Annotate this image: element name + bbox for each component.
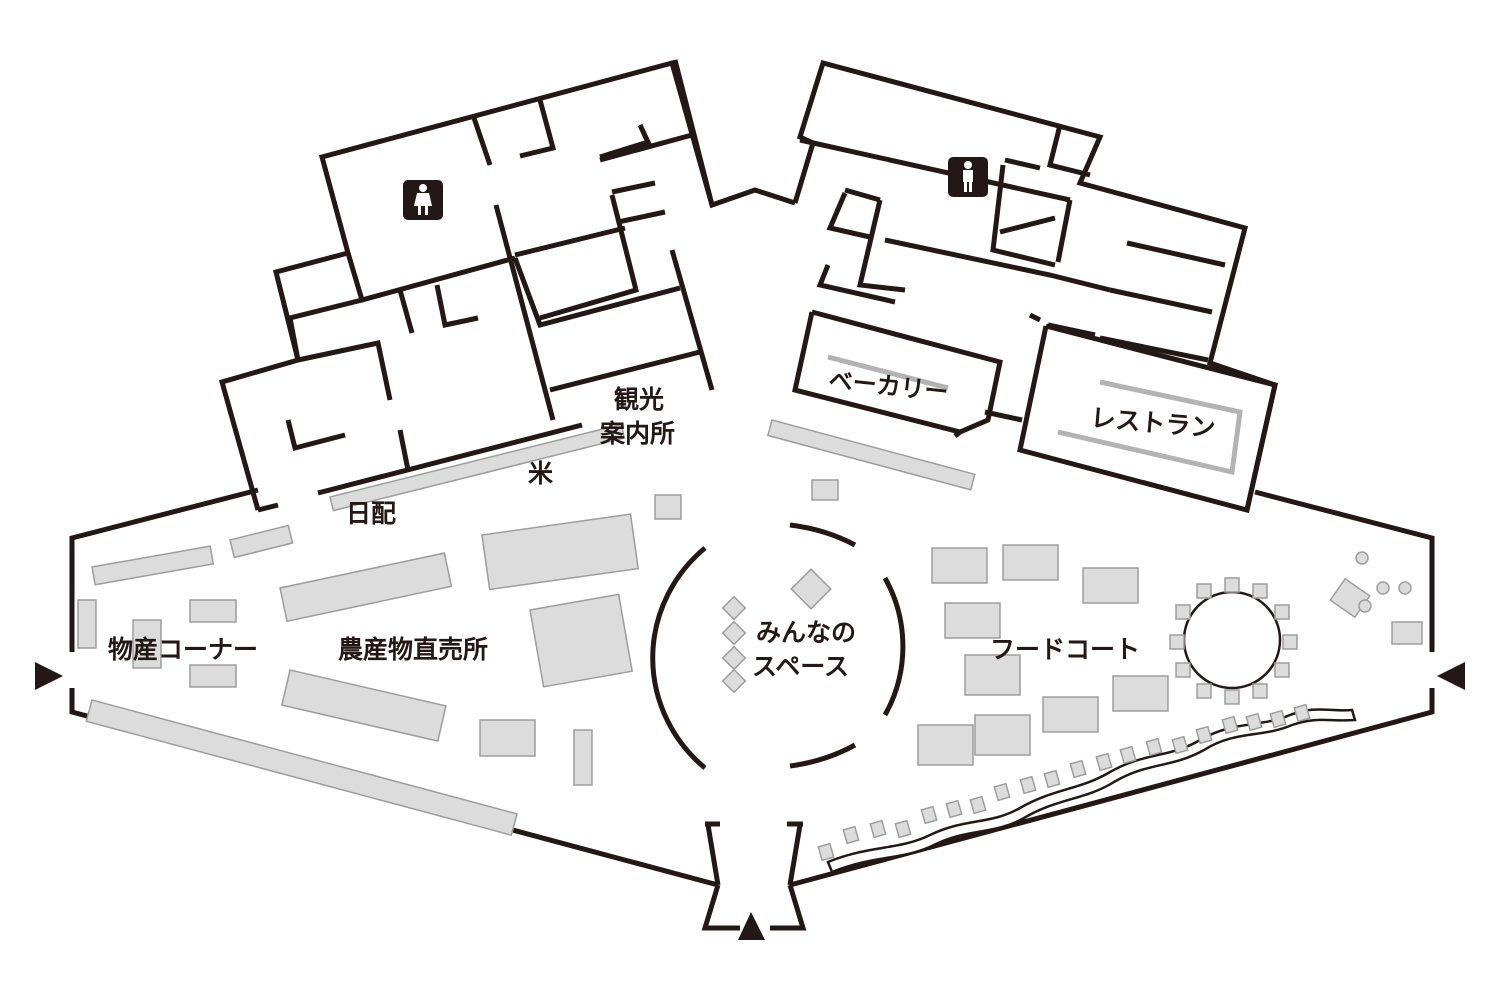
wavy-counter	[817, 703, 1357, 874]
entrance-arrow-left-icon	[1437, 662, 1465, 690]
bakery-counter	[827, 354, 949, 391]
community-space-ring	[650, 522, 906, 770]
east-building	[792, 59, 1278, 514]
food-court-label: フードコート	[990, 635, 1140, 664]
outer-walls	[69, 487, 1435, 931]
west-building	[218, 59, 796, 513]
farm-direct-sales-label: 農産物直売所	[338, 635, 488, 664]
daily-delivery-label: 日配	[346, 499, 396, 528]
community-space-label-line1: みんなの	[756, 618, 856, 647]
female-restroom-icon	[403, 180, 443, 220]
local-products-corner-label: 物産コーナー	[108, 635, 258, 664]
entrance-arrow-up-icon	[738, 912, 765, 940]
entrance-arrow-right-icon	[35, 662, 63, 690]
community-space-label-line2: スペース	[752, 652, 849, 681]
tourist-info-label-line2: 案内所	[599, 419, 675, 448]
area-labels: 観光 案内所 米 日配 物産コーナー 農産物直売所 みんなの スペース ベーカリ…	[108, 366, 1217, 681]
restaurant-counter	[1057, 379, 1243, 476]
restaurant-label: レストラン	[1089, 403, 1216, 443]
tourist-info-label-line1: 観光	[614, 385, 664, 414]
rice-label: 米	[528, 459, 554, 488]
fixtures	[77, 419, 1423, 837]
male-restroom-icon	[948, 157, 988, 197]
